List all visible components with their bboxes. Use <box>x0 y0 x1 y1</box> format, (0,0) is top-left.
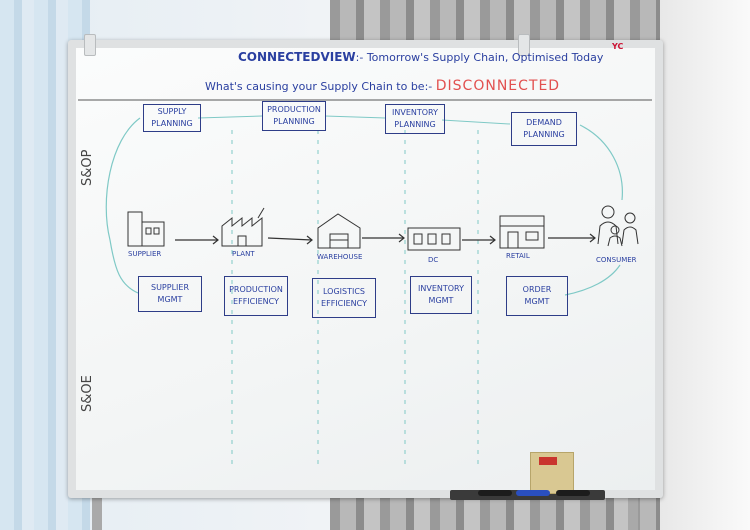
node-label-consumer: CONSUMER <box>596 256 637 264</box>
warehouse-icon <box>317 213 361 249</box>
supplier-building-icon <box>127 211 165 247</box>
black-marker <box>478 490 512 496</box>
title-rest: :- Tomorrow's Supply Chain, Optimised To… <box>355 51 604 64</box>
planning-box-inventory: INVENTORY PLANNING <box>385 104 445 134</box>
title-prefix: CONNECTEDVIEW <box>238 50 356 64</box>
flow-arrows <box>175 233 596 245</box>
factory-icon <box>221 207 265 247</box>
eraser-label-icon <box>539 457 557 465</box>
whiteboard-surface <box>76 48 655 490</box>
whiteboard-eraser <box>530 452 574 494</box>
right-stand-leg <box>628 495 638 530</box>
node-label-retail: RETAIL <box>506 252 530 260</box>
right-wall <box>660 0 750 530</box>
board-title: CONNECTEDVIEW:- Tomorrow's Supply Chain,… <box>238 50 603 64</box>
execution-box-supplier-mgmt: SUPPLIER MGMT <box>138 276 202 312</box>
lane-dividers <box>231 130 479 470</box>
board-clip-right <box>518 34 530 56</box>
black-marker-2 <box>556 490 590 496</box>
planning-box-demand: DEMAND PLANNING <box>511 112 577 146</box>
distribution-center-icon <box>407 227 461 251</box>
planning-connectors <box>197 115 511 125</box>
node-label-warehouse: WAREHOUSE <box>317 253 363 261</box>
loop-left-curve <box>105 117 141 294</box>
planning-box-supply: SUPPLY PLANNING <box>143 104 201 132</box>
execution-box-production-efficiency: PRODUCTION EFFICIENCY <box>224 276 288 316</box>
board-subtitle: What's causing your Supply Chain to be:-… <box>205 78 560 94</box>
subtitle-red-word: DISCONNECTED <box>435 78 561 94</box>
whiteboard <box>68 40 663 498</box>
consumer-return-curve <box>564 264 621 296</box>
node-label-supplier: SUPPLIER <box>128 250 162 258</box>
execution-box-inventory-mgmt: INVENTORY MGMT <box>410 276 472 314</box>
store-icon <box>499 215 545 249</box>
left-stand-leg <box>92 495 102 530</box>
execution-box-logistics-efficiency: LOGISTICS EFFICIENCY <box>312 278 376 318</box>
board-clip-left <box>84 34 96 56</box>
blue-marker <box>516 490 550 496</box>
node-label-dc: DC <box>428 256 439 264</box>
execution-box-order-mgmt: ORDER MGMT <box>506 276 568 316</box>
loop-right-curve <box>579 124 623 201</box>
node-label-plant: PLANT <box>232 250 255 258</box>
subtitle-text: What's causing your Supply Chain to be:- <box>205 80 433 93</box>
brand-mark: YC <box>612 42 624 51</box>
people-icon <box>597 205 639 247</box>
planning-box-production: PRODUCTION PLANNING <box>262 101 326 131</box>
